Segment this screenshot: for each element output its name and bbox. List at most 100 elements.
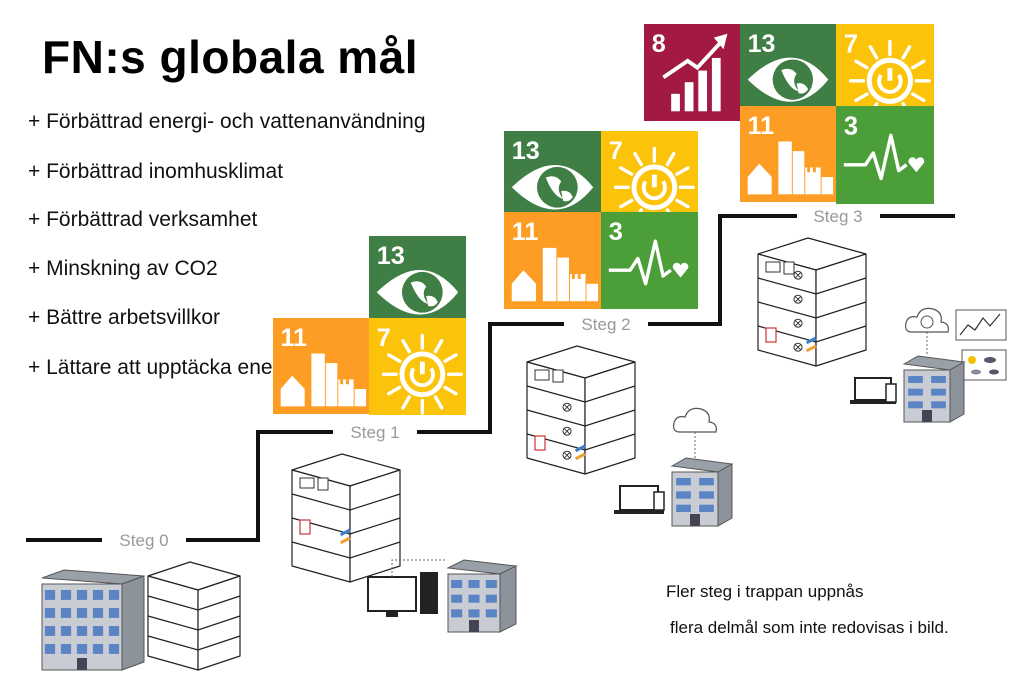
city-window bbox=[577, 244, 581, 250]
goal-tile-bg bbox=[836, 24, 934, 122]
sdg-goal-13-tile: 13 bbox=[740, 24, 836, 120]
goal-number: 13 bbox=[377, 242, 405, 270]
building-window bbox=[108, 608, 120, 618]
office-building bbox=[41, 569, 145, 671]
sun-ray bbox=[675, 198, 690, 209]
goal-tile-bg bbox=[504, 212, 601, 309]
sun-ring bbox=[399, 351, 446, 398]
city-window bbox=[807, 157, 811, 163]
city-window bbox=[812, 129, 816, 134]
globe-land bbox=[781, 68, 809, 94]
benefit-item: + Förbättrad energi- och vattenanvändnin… bbox=[28, 110, 426, 133]
sensor-mark bbox=[794, 295, 802, 303]
computer-icon bbox=[367, 559, 445, 617]
heart-shape bbox=[672, 262, 689, 278]
weather-icon bbox=[961, 349, 1007, 381]
building-roof bbox=[446, 559, 518, 575]
city-window bbox=[577, 235, 581, 241]
sun-ray bbox=[387, 353, 402, 363]
layer-divider bbox=[757, 277, 867, 295]
sensor-icon bbox=[562, 426, 572, 436]
building-front bbox=[41, 583, 123, 671]
sun-ray bbox=[675, 166, 690, 176]
office-building bbox=[670, 457, 734, 527]
stack-side bbox=[584, 361, 636, 475]
goal-tile-bg bbox=[601, 131, 698, 228]
goal-tile-bg bbox=[740, 24, 836, 120]
benefit-item: + Förbättrad verksamhet bbox=[28, 208, 258, 231]
city-building bbox=[821, 177, 834, 195]
city-window bbox=[345, 350, 349, 356]
building-window bbox=[699, 478, 714, 486]
building-stack bbox=[147, 561, 241, 671]
cloud-shape bbox=[905, 307, 949, 333]
stack-top bbox=[757, 237, 867, 271]
stack-side bbox=[197, 575, 241, 671]
building-window bbox=[108, 626, 120, 636]
step-label: Steg 0 bbox=[119, 531, 168, 550]
devices-icon bbox=[850, 377, 897, 404]
stack-front bbox=[526, 361, 586, 475]
layer-divider bbox=[757, 325, 867, 343]
goal-number: 8 bbox=[652, 30, 666, 58]
city-building bbox=[792, 151, 805, 195]
goal-tile-bg bbox=[369, 236, 466, 333]
data-line-orange bbox=[805, 344, 817, 353]
sensor-mark bbox=[794, 343, 802, 351]
meter-icon bbox=[765, 327, 777, 343]
building-window bbox=[908, 376, 923, 383]
control-panel-icon bbox=[299, 477, 315, 489]
building-window bbox=[451, 594, 463, 603]
eye-shape bbox=[747, 57, 829, 102]
building-window bbox=[60, 626, 72, 636]
thermostat-icon bbox=[317, 477, 329, 491]
sdg-goal-3-tile: 3 bbox=[836, 106, 934, 204]
goal-tile-bg bbox=[601, 212, 698, 309]
phone-icon bbox=[653, 491, 665, 511]
control-panel-icon bbox=[765, 261, 781, 273]
city-icon bbox=[747, 129, 834, 195]
laptop-base bbox=[850, 400, 896, 404]
city-window bbox=[807, 148, 811, 154]
stack-top bbox=[526, 345, 636, 379]
power-arc bbox=[641, 180, 667, 201]
sun-ray bbox=[665, 208, 676, 223]
sensor-mark bbox=[794, 271, 802, 279]
sun-ray bbox=[854, 59, 869, 70]
city-building bbox=[586, 283, 599, 302]
layer-divider bbox=[757, 301, 867, 319]
stack-front bbox=[757, 253, 817, 367]
sun-ray bbox=[433, 395, 444, 410]
building-window bbox=[485, 594, 497, 603]
sensor-mark bbox=[794, 343, 802, 351]
building-window bbox=[468, 594, 480, 603]
sun-ray bbox=[911, 92, 926, 103]
house-shape bbox=[747, 163, 772, 195]
sun-ray bbox=[619, 198, 634, 209]
growth-bar bbox=[684, 82, 694, 112]
building-window bbox=[92, 608, 104, 618]
sun-ray bbox=[387, 385, 402, 396]
building-window bbox=[76, 626, 88, 636]
city-window bbox=[577, 264, 581, 270]
globe-land bbox=[545, 176, 573, 202]
thermostat-icon bbox=[552, 369, 564, 383]
sensor-mark bbox=[563, 451, 571, 459]
stair-line bbox=[186, 430, 333, 542]
step-label: Steg 1 bbox=[350, 423, 399, 442]
goal-number: 3 bbox=[609, 218, 623, 246]
sun-ray bbox=[665, 151, 676, 167]
building-roof bbox=[41, 569, 145, 585]
sun-ray bbox=[433, 338, 444, 354]
heart-shape bbox=[908, 157, 925, 173]
note-line-1: Fler steg i trappan uppnås bbox=[666, 582, 864, 601]
city-building bbox=[805, 167, 821, 195]
city-window bbox=[571, 254, 575, 260]
graph-icon bbox=[955, 309, 1007, 341]
eye-globe-icon bbox=[376, 269, 459, 315]
laptop-base bbox=[614, 510, 664, 514]
sun-power-icon bbox=[848, 39, 931, 122]
sensor-icon bbox=[793, 318, 803, 328]
building-window bbox=[699, 504, 714, 512]
